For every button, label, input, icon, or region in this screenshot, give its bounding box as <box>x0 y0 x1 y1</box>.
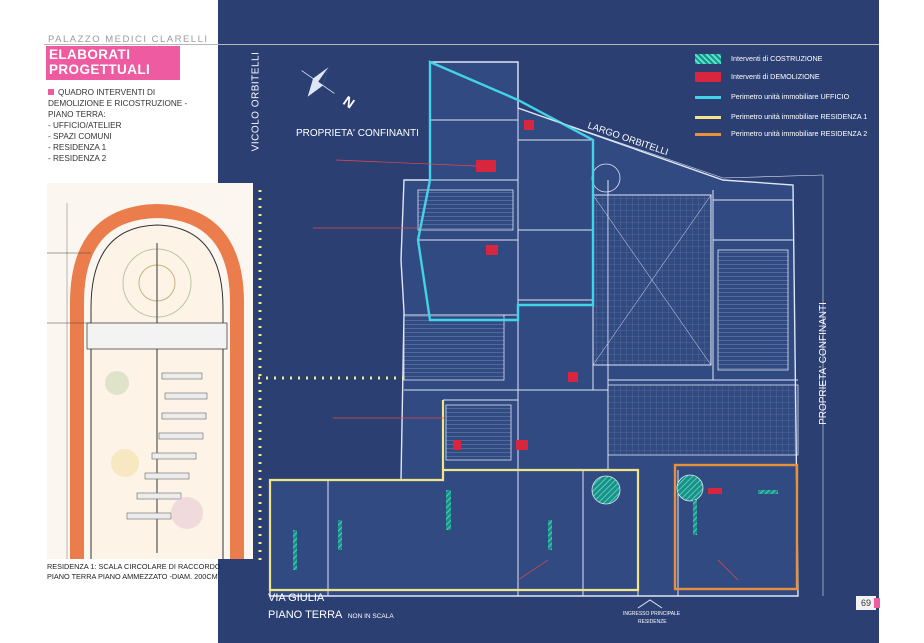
caption-line-1: RESIDENZA 1: SCALA CIRCOLARE DI RACCORDO <box>47 562 221 571</box>
header-rule <box>44 44 879 45</box>
north-arrow <box>301 67 335 97</box>
staircase-sketch <box>47 183 253 559</box>
legend-swatch-residenza-1 <box>695 116 721 119</box>
title-line-1: ELABORATI <box>49 47 131 62</box>
page-number: 69 <box>856 596 876 610</box>
right-margin <box>879 0 924 643</box>
bullet-square <box>48 89 54 95</box>
demolition-mark <box>516 440 528 450</box>
title-line-2: PROGETTUALI <box>49 62 151 77</box>
perimeter-residenza-1 <box>268 468 640 592</box>
label-via-giulia: VIA GIULIA <box>268 592 325 604</box>
demolition-mark <box>524 120 534 130</box>
stair-block <box>417 189 514 231</box>
label-ingresso: INGRESSO PRINCIPALE <box>623 611 681 617</box>
piano-terra-text: PIANO TERRA <box>268 609 342 621</box>
stair-block <box>445 404 512 461</box>
portico <box>607 384 799 456</box>
legend-label: Interventi di COSTRUZIONE <box>731 54 823 63</box>
legend-swatch-construction <box>695 54 721 64</box>
legend-swatch-residenza-2 <box>695 133 721 136</box>
list-item: - UFFICIO/ATELIER <box>48 121 122 130</box>
label-confinanti-right: PROPRIETA' CONFINANTI <box>817 302 829 425</box>
scale-note: NON IN SCALA <box>347 613 394 620</box>
demolition-mark <box>568 372 578 382</box>
legend-label: Perimetro unità immobiliare RESIDENZA 1 <box>731 112 868 121</box>
stair-block <box>403 314 505 381</box>
caption-line-2: PIANO TERRA PIANO AMMEZZATO -DIAM. 200CM <box>47 571 218 581</box>
intro-block: QUADRO INTERVENTI DI DEMOLIZIONE E RICOS… <box>48 87 208 164</box>
legend-swatch-demolition <box>695 72 721 82</box>
project-name: PALAZZO MEDICI CLARELLI <box>48 34 209 45</box>
demolition-mark <box>453 440 461 450</box>
staircase-drawing <box>47 183 253 559</box>
legend-label: Perimetro unità immobiliare UFFICIO <box>731 92 850 101</box>
label-residenze: RESIDENZE <box>638 619 667 625</box>
sketch-caption: RESIDENZA 1: SCALA CIRCOLARE DI RACCORDO… <box>47 562 257 581</box>
list-item: - SPAZI COMUNI <box>48 132 112 141</box>
legend-swatch-ufficio <box>695 96 721 99</box>
label-piano-terra: PIANO TERRA NON IN SCALA <box>268 609 394 621</box>
legend-label: Interventi di DEMOLIZIONE <box>731 72 820 81</box>
stair-block <box>717 249 789 371</box>
intro-heading: QUADRO INTERVENTI DI DEMOLIZIONE E RICOS… <box>48 87 208 120</box>
demolition-mark <box>486 245 498 255</box>
label-vicolo-orbitelli: VICOLO ORBITELLI <box>250 51 262 152</box>
intro-heading-text: QUADRO INTERVENTI DI DEMOLIZIONE E RICOS… <box>48 88 188 119</box>
section-title: ELABORATI PROGETTUALI <box>46 46 180 80</box>
demolition-mark <box>476 160 496 172</box>
list-item: - RESIDENZA 2 <box>48 154 107 163</box>
entrance-arrow <box>637 599 663 609</box>
page-tag <box>874 598 880 608</box>
spiral-stair <box>676 474 704 502</box>
floor-plan-drawing <box>218 60 824 609</box>
demolition-mark <box>708 488 722 494</box>
label-confinanti-left: PROPRIETA' CONFINANTI <box>296 128 419 139</box>
spiral-stair <box>591 475 621 505</box>
perimeter-residenza-2 <box>673 463 799 591</box>
list-item: - RESIDENZA 1 <box>48 143 107 152</box>
legend-label: Perimetro unità immobiliare RESIDENZA 2 <box>731 129 868 138</box>
perimeter-ufficio <box>416 60 595 322</box>
floor-plan-panel: N VICOLO ORBITELLI PROPRIETA' CONFINANTI… <box>218 0 879 643</box>
